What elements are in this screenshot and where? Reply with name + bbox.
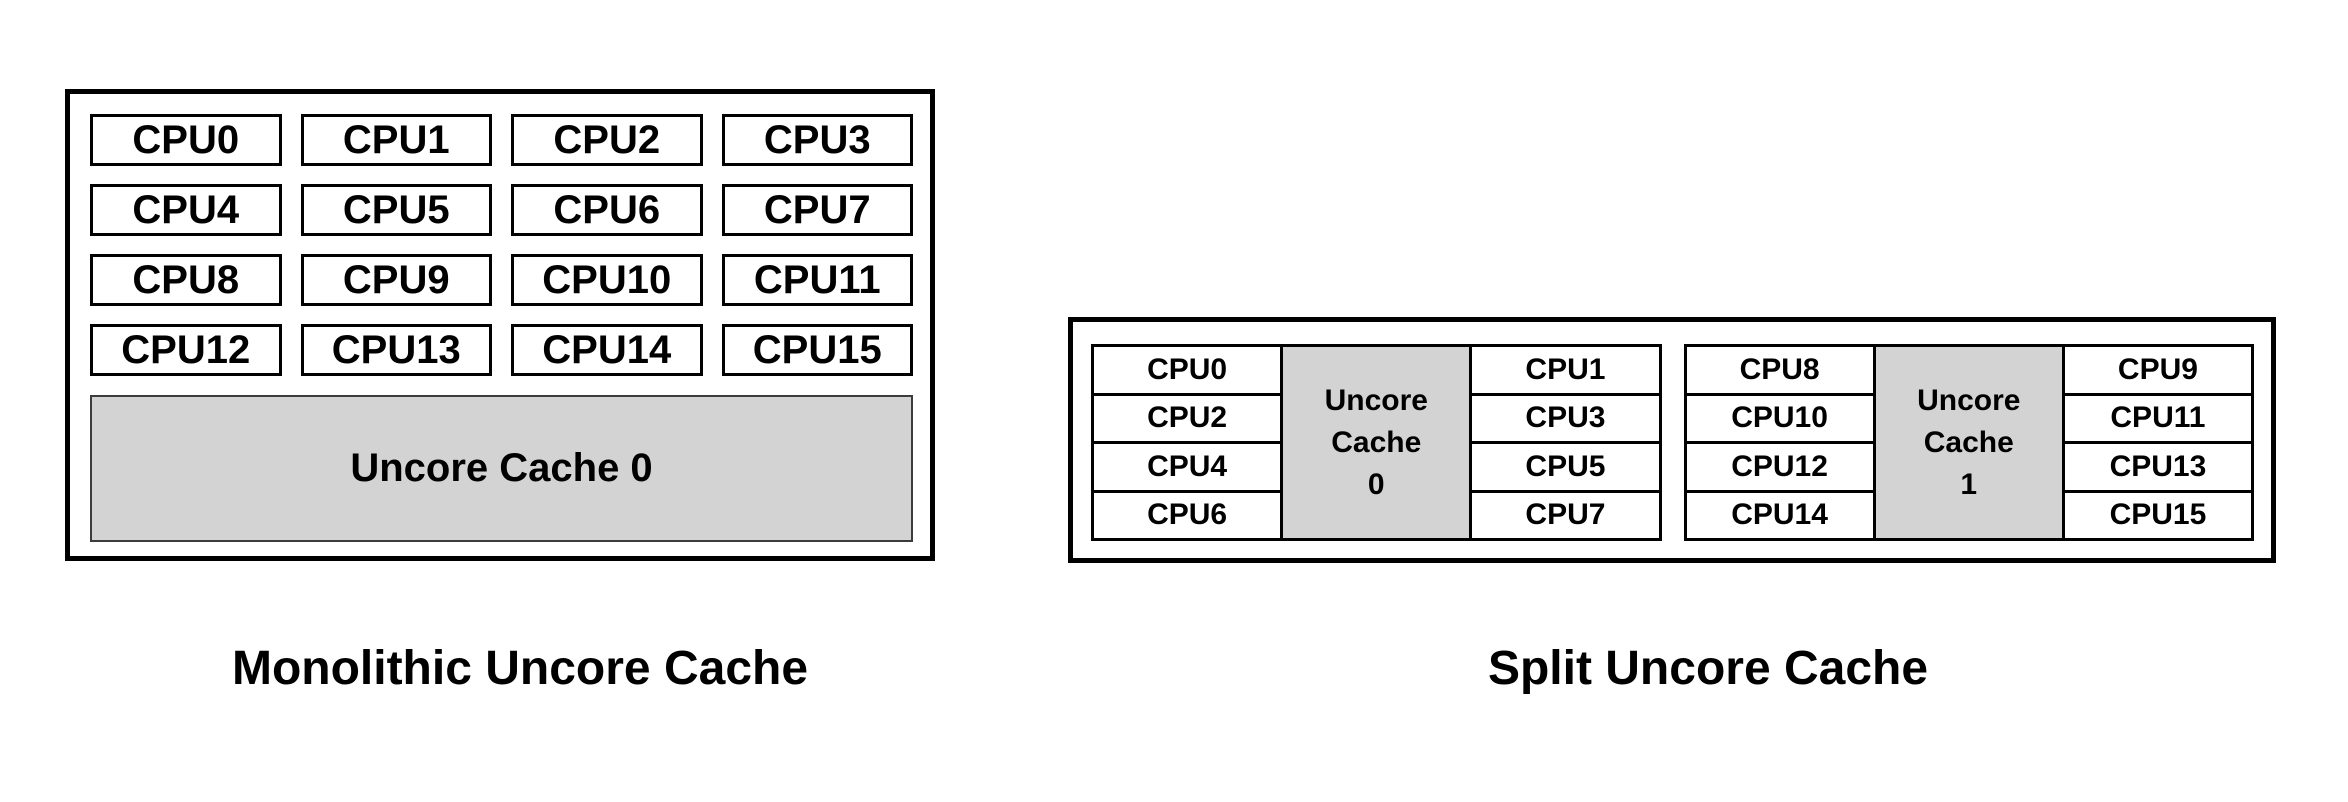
cpu-box: CPU1: [1469, 344, 1662, 396]
cpu-box: CPU15: [2061, 489, 2255, 541]
cpu-box: CPU3: [721, 114, 913, 166]
cache-line: Cache: [1923, 425, 2014, 459]
split-caption: Split Uncore Cache: [1487, 642, 1929, 695]
cpu-box: CPU7: [1469, 489, 1662, 541]
monolithic-uncore-cache-box: Uncore Cache 0: [90, 395, 913, 542]
cpu-box: CPU5: [300, 184, 492, 236]
cpu-box: CPU4: [1091, 441, 1284, 493]
cpu-box: CPU9: [300, 254, 492, 306]
cpu-box: CPU12: [1683, 441, 1876, 493]
monolithic-caption: Monolithic Uncore Cache: [231, 642, 809, 695]
cache-line: 1: [1960, 467, 1978, 501]
cache-line: Cache: [1331, 425, 1422, 459]
cpu-box: CPU14: [1683, 489, 1876, 541]
uncore-cache-column: Uncore Cache 0: [1280, 344, 1473, 541]
cpu-box: CPU4: [90, 184, 282, 236]
cache-line: Uncore: [1324, 383, 1428, 417]
cpu-box: CPU6: [1091, 489, 1284, 541]
cache-line: 0: [1367, 467, 1385, 501]
cpu-box: CPU10: [511, 254, 703, 306]
cpu-box: CPU8: [90, 254, 282, 306]
cpu-box: CPU14: [511, 324, 703, 376]
cpu-box: CPU13: [2061, 441, 2255, 493]
cpu-box: CPU7: [721, 184, 913, 236]
cpu-box: CPU1: [300, 114, 492, 166]
split-diagram: CPU0 CPU2 CPU4 CPU6 Uncore Cache 0 CPU1 …: [1068, 317, 2276, 563]
cpu-box: CPU6: [511, 184, 703, 236]
monolithic-cpu-grid: CPU0 CPU1 CPU2 CPU3 CPU4 CPU5 CPU6 CPU7 …: [90, 114, 913, 376]
cpu-column-odd: CPU9 CPU11 CPU13 CPU15: [2061, 344, 2255, 541]
cpu-box: CPU10: [1683, 392, 1876, 444]
cpu-column-even: CPU0 CPU2 CPU4 CPU6: [1091, 344, 1284, 541]
uncore-cache-column: Uncore Cache 1: [1872, 344, 2065, 541]
cpu-box: CPU5: [1469, 441, 1662, 493]
monolithic-diagram: CPU0 CPU1 CPU2 CPU3 CPU4 CPU5 CPU6 CPU7 …: [65, 89, 935, 561]
cpu-box: CPU9: [2061, 344, 2255, 396]
cpu-column-odd: CPU1 CPU3 CPU5 CPU7: [1469, 344, 1662, 541]
cpu-box: CPU0: [90, 114, 282, 166]
cpu-box: CPU11: [2061, 392, 2255, 444]
cpu-box: CPU13: [300, 324, 492, 376]
cpu-box: CPU8: [1683, 344, 1876, 396]
cpu-box: CPU2: [511, 114, 703, 166]
uncore-cache-label: Uncore Cache 0: [350, 446, 653, 490]
cpu-column-even: CPU8 CPU10 CPU12 CPU14: [1683, 344, 1876, 541]
split-group-0: CPU0 CPU2 CPU4 CPU6 Uncore Cache 0 CPU1 …: [1091, 344, 1662, 541]
split-group-1: CPU8 CPU10 CPU12 CPU14 Uncore Cache 1 CP…: [1683, 344, 2255, 541]
cpu-box: CPU11: [721, 254, 913, 306]
cache-line: Uncore: [1917, 383, 2021, 417]
split-uncore-cache-box-0: Uncore Cache 0: [1280, 344, 1473, 541]
cpu-box: CPU12: [90, 324, 282, 376]
cpu-box: CPU2: [1091, 392, 1284, 444]
cpu-box: CPU0: [1091, 344, 1284, 396]
split-uncore-cache-box-1: Uncore Cache 1: [1872, 344, 2065, 541]
cpu-box: CPU3: [1469, 392, 1662, 444]
cpu-box: CPU15: [721, 324, 913, 376]
